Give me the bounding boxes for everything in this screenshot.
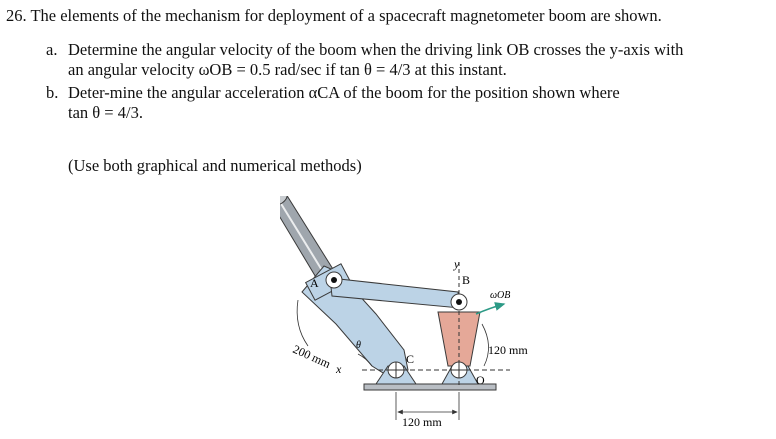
part-b-line1: Deter-mine the angular acceleration αCA … <box>68 83 620 102</box>
label-y: y <box>453 257 460 271</box>
label-120mm-bottom: 120 mm <box>402 415 442 429</box>
mechanism-diagram: A B C O y x θ ωOB 200 mm 120 mm 120 mm <box>270 192 528 429</box>
omega-arrow <box>475 302 506 315</box>
dimension-bottom <box>395 392 460 420</box>
part-a-letter: a. <box>46 40 58 59</box>
label-b: B <box>462 273 470 287</box>
pin-b <box>450 293 468 311</box>
method-note: (Use both graphical and numerical method… <box>68 156 362 175</box>
part-a-line2: an angular velocity ωOB = 0.5 rad/sec if… <box>68 60 507 79</box>
mechanism-figure: A B C O y x θ ωOB 200 mm 120 mm 120 mm <box>270 192 570 434</box>
theta-arc <box>357 353 373 367</box>
label-omega-ob: ωOB <box>490 290 510 301</box>
coordinate-axes <box>362 262 510 386</box>
pin-a <box>325 271 343 289</box>
part-a-line1: Determine the angular velocity of the bo… <box>68 40 684 59</box>
part-b-letter: b. <box>46 83 59 102</box>
dimension-arc-200 <box>296 299 309 347</box>
problem-statement: 26. The elements of the mechanism for de… <box>6 6 754 123</box>
part-b: b. Deter-mine the angular acceleration α… <box>6 83 754 123</box>
problem-title: 26. The elements of the mechanism for de… <box>6 6 754 26</box>
label-a: A <box>310 276 319 290</box>
label-theta: θ <box>356 340 361 351</box>
label-o: O <box>476 373 485 387</box>
pin-c <box>387 361 405 379</box>
label-200mm: 200 mm <box>291 342 334 371</box>
label-c: C <box>406 352 414 366</box>
problem-number: 26. <box>6 6 27 25</box>
label-120mm-right: 120 mm <box>488 343 528 357</box>
dimension-arc-120-right <box>481 323 489 367</box>
problem-text: The elements of the mechanism for deploy… <box>30 6 662 25</box>
pin-o <box>450 361 468 379</box>
label-x: x <box>335 362 342 376</box>
part-a: a. Determine the angular velocity of the… <box>6 40 754 80</box>
part-b-line2: tan θ = 4/3. <box>68 103 143 122</box>
